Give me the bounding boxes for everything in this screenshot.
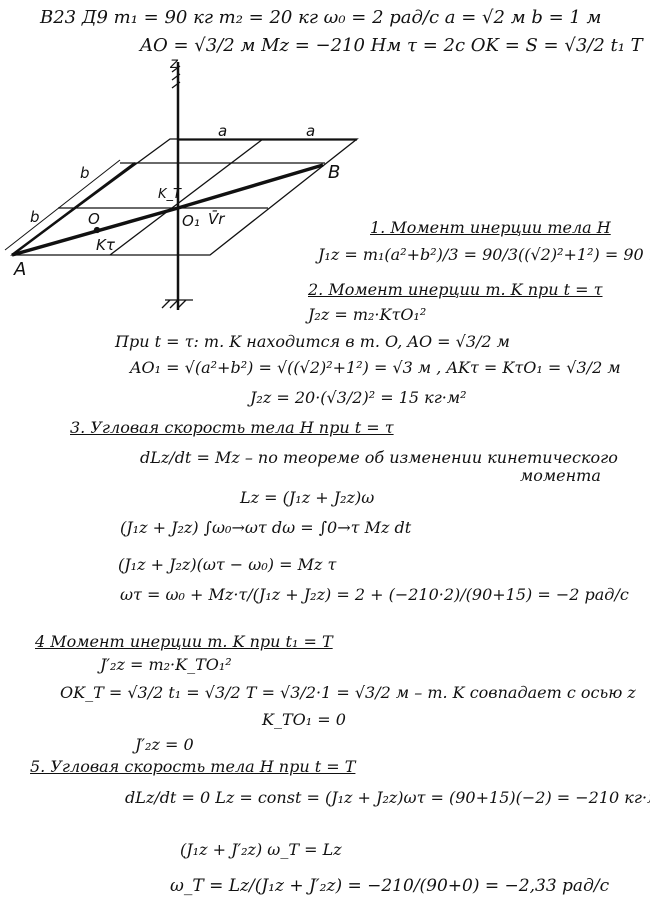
formula-line: (J₁z + J₂z) ∫ω₀→ωτ dω = ∫0→τ Mz dt xyxy=(120,518,412,537)
label-a: a xyxy=(306,122,315,140)
label-b: b xyxy=(80,164,90,182)
bearing-icon xyxy=(171,65,181,89)
section-heading: 5. Угловая скорость тела H при t = T xyxy=(30,757,356,776)
bearing-icon xyxy=(161,299,193,309)
dimension-b xyxy=(4,159,121,251)
formula-line: (J₁z + J′₂z) ω_T = Lz xyxy=(180,840,342,859)
formula-line: J′₂z = 0 xyxy=(135,735,194,754)
formula-line: dLz/dt = 0 Lz = const = (J₁z + J₂z)ωτ = … xyxy=(125,788,650,807)
label-O: O xyxy=(88,210,100,228)
section-heading: 1. Момент инерции тела H xyxy=(370,218,611,237)
formula-line: При t = τ: т. K находится в т. O, AO = √… xyxy=(115,332,510,351)
formula-line: ω_T = Lz/(J₁z + J′₂z) = −210/(90+0) = −2… xyxy=(170,876,610,896)
label-b: b xyxy=(30,208,40,226)
plate-line xyxy=(109,138,264,256)
formula-line: ωτ = ω₀ + Mz·τ/(J₁z + J₂z) = 2 + (−210·2… xyxy=(120,585,629,604)
formula-line: J′₂z = m₂·K_TO₁² xyxy=(100,655,232,674)
label-z: z xyxy=(169,54,179,72)
plate-edge xyxy=(11,161,136,257)
label-Vr: V̄r xyxy=(208,209,225,228)
point-O xyxy=(93,226,101,234)
label-Ktau: Kτ xyxy=(96,236,116,254)
label-A: A xyxy=(13,259,26,280)
plate-diagram: z a a b b B A O O₁ K_T Kτ V̄r xyxy=(4,54,359,310)
section-heading: 3. Угловая скорость тела H при t = τ xyxy=(70,418,394,437)
formula-line: K_TO₁ = 0 xyxy=(262,710,346,729)
formula-line: (J₁z + J₂z)(ωτ − ω₀) = Mz τ xyxy=(118,555,337,574)
label-O1: O₁ xyxy=(182,212,200,230)
plate-outline xyxy=(10,138,359,256)
tube-AB xyxy=(11,163,324,257)
label-a: a xyxy=(218,122,227,140)
label-B: B xyxy=(328,162,340,183)
formula-line: Lz = (J₁z + J₂z)ω xyxy=(240,488,375,507)
formula-line: J₂z = m₂·KτO₁² xyxy=(308,305,427,324)
formula-line: J₂z = 20·(√3/2)² = 15 кг·м² xyxy=(250,388,467,407)
given-line-2: AO = √3/2 м Mz = −210 Нм τ = 2с OK = S =… xyxy=(140,35,650,56)
section-heading: 2. Момент инерции т. K при t = τ xyxy=(308,280,603,299)
formula-line: J₁z = m₁(a²+b²)/3 = 90/3((√2)²+1²) = 90 … xyxy=(318,245,650,264)
formula-line: dLz/dt = Mz – по теореме об изменении ки… xyxy=(140,448,618,467)
label-KT: K_T xyxy=(158,187,182,202)
formula-line: OK_T = √3/2 t₁ = √3/2 T = √3/2·1 = √3/2 … xyxy=(60,683,636,702)
given-line-1: В23 Д9 m₁ = 90 кг m₂ = 20 кг ω₀ = 2 рад/… xyxy=(40,7,602,28)
section-heading: 4 Момент инерции т. K при t₁ = T xyxy=(35,632,333,651)
formula-line: момента xyxy=(520,466,601,485)
formula-line: AO₁ = √(a²+b²) = √((√2)²+1²) = √3 м , AK… xyxy=(130,358,621,377)
